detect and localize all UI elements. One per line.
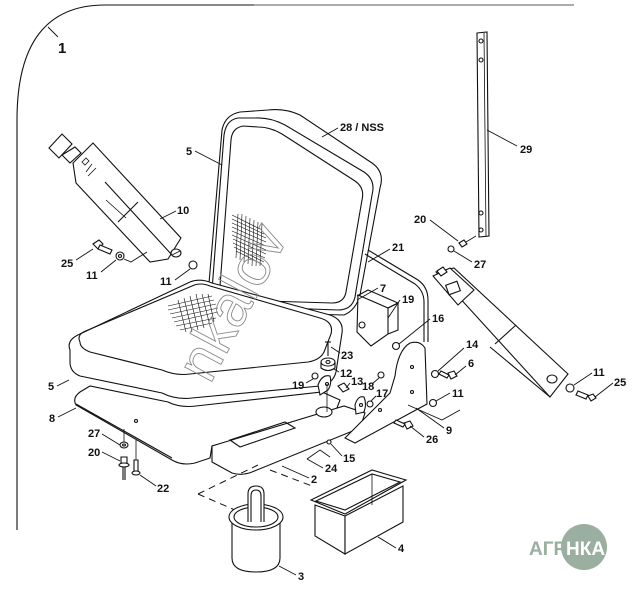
frame-tube-21: [364, 249, 429, 342]
callout-17: 17: [376, 388, 388, 400]
callout-13: 13: [351, 376, 363, 388]
callout-26: 26: [426, 434, 438, 446]
callout-20-top: 20: [414, 214, 426, 226]
nut-18: [377, 371, 385, 379]
callout-18: 18: [362, 381, 374, 393]
left-bolt-25: [92, 239, 113, 255]
callout-24: 24: [325, 463, 338, 475]
spacer-13: [337, 382, 350, 393]
bottom-rivet-20: [118, 456, 130, 480]
washer-14: [430, 369, 440, 379]
callout-6: 6: [468, 358, 474, 370]
callout-19-left: 19: [292, 380, 304, 392]
nut-15: [326, 439, 332, 445]
cup-holder-3: [228, 485, 284, 573]
callout-14: 14: [466, 339, 479, 351]
callout-8: 8: [49, 413, 55, 425]
left-washer-11: [115, 251, 148, 263]
callout-1: 1: [58, 40, 66, 57]
belt-washer-11: [188, 260, 198, 270]
agronka-logo: АГРО НКА: [529, 524, 607, 570]
callout-21: 21: [392, 242, 404, 254]
callout-23: 23: [341, 350, 353, 362]
bolt-26: [393, 419, 414, 430]
washer-16: [391, 341, 401, 351]
callout-22: 22: [157, 483, 169, 495]
callout-3: 3: [298, 571, 304, 583]
bolt-6: [438, 370, 458, 380]
callout-19-top: 19: [402, 294, 414, 306]
strap-29: [476, 31, 490, 238]
screw-23: [325, 341, 331, 356]
bumper-12: [320, 357, 336, 372]
callout-9: 9: [446, 425, 452, 437]
callout-20-bottom: 20: [88, 447, 100, 459]
callout-27-top: 27: [474, 259, 486, 271]
logo-left-text: АГРО: [529, 539, 581, 560]
tab-17: [354, 396, 374, 415]
callout-7: 7: [380, 283, 386, 295]
callout-16: 16: [432, 313, 444, 325]
nut-19-left: [311, 372, 319, 380]
frame-border: [16, 4, 574, 530]
logo-right-text: НКА: [566, 539, 605, 560]
left-seat-belt: [48, 133, 182, 263]
logo-circle: [561, 524, 607, 570]
callout-29: 29: [520, 144, 532, 156]
callout-15: 15: [343, 453, 355, 465]
plate-24-leader: [306, 449, 331, 460]
callout-5-seat: 5: [48, 381, 54, 393]
callout-4: 4: [398, 543, 405, 555]
backrest-cushion: [207, 109, 382, 316]
hinge-tab: [317, 375, 332, 412]
callout-11-bracket: 11: [452, 388, 464, 400]
callout-28-nss: 28 / NSS: [340, 122, 384, 134]
callout-27-bottom: 27: [88, 428, 100, 440]
assembly-dashed-lines: [197, 464, 313, 511]
bracket-washer-11: [428, 398, 438, 408]
callout-11-left-washer: 11: [86, 270, 98, 282]
bottom-washer-27: [119, 429, 129, 449]
right-washer-11: [565, 383, 575, 393]
screw-22: [131, 440, 141, 476]
callout-11-left-belt: 11: [160, 276, 172, 288]
callout-11-right: 11: [593, 367, 605, 379]
callout-5-back: 5: [186, 146, 192, 158]
top-rivet-20: [458, 235, 477, 248]
storage-tray-4: [309, 469, 408, 555]
callout-12: 12: [340, 368, 352, 380]
callout-25-right: 25: [614, 377, 626, 389]
block-7: [356, 289, 400, 347]
callout-2: 2: [311, 474, 317, 486]
right-seat-belt: [432, 266, 569, 398]
callout-25-left: 25: [61, 258, 73, 270]
top-washer-27: [447, 245, 455, 253]
right-bolt-25: [575, 390, 597, 402]
callout-10: 10: [177, 205, 189, 217]
